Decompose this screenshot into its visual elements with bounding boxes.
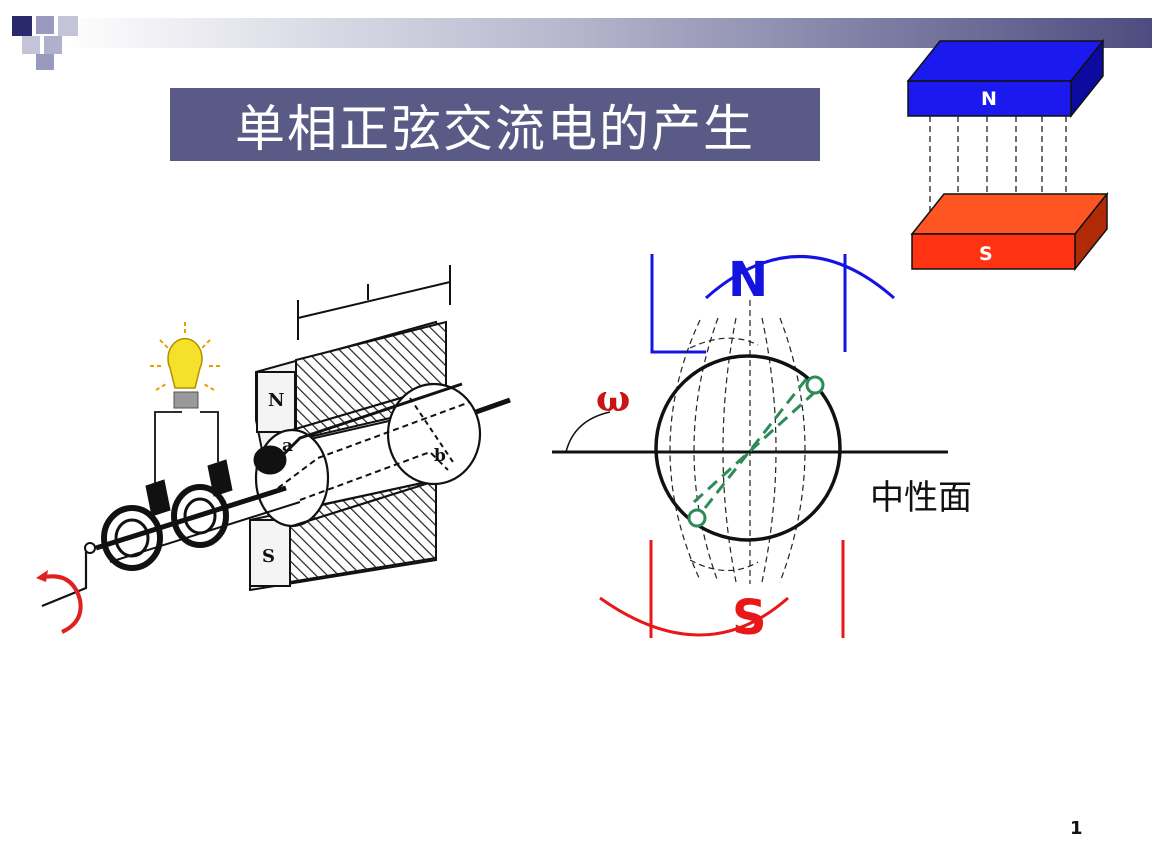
bar-magnet-diagram (906, 38, 1109, 272)
north-pole-arc (705, 255, 895, 300)
rotation-schematic (552, 254, 948, 638)
generator-illustration (41, 265, 511, 608)
rotor-circle (654, 354, 842, 542)
slide-title: 单相正弦交流电的产生 (170, 88, 820, 161)
schematic-field-lines (669, 300, 806, 584)
angular-velocity-symbol: ω (596, 378, 631, 420)
generator-north-label: N (268, 390, 285, 411)
crank-arrow-head (36, 570, 48, 582)
corner-squares-decor (12, 16, 78, 70)
page-number: 1 (1070, 818, 1083, 839)
armature-coil (687, 375, 825, 528)
magnet-north-block (906, 38, 1105, 119)
coil-side-b-label: b (434, 446, 446, 466)
crank-rotation-arrow (39, 574, 83, 634)
generator-south-label: S (262, 546, 275, 567)
magnet-south-block (910, 191, 1109, 272)
schematic-north-label: N (728, 252, 769, 308)
magnet-south-label: S (979, 243, 993, 265)
magnet-north-label: N (981, 88, 997, 110)
north-pole-bracket-left (650, 254, 706, 354)
south-pole-arc (599, 596, 789, 637)
schematic-south-label: S (732, 590, 767, 646)
coil-side-a-label: a (282, 436, 294, 456)
light-bulb-icon (150, 322, 220, 409)
neutral-plane-label: 中性面 (870, 478, 972, 518)
omega-arc (565, 411, 611, 453)
